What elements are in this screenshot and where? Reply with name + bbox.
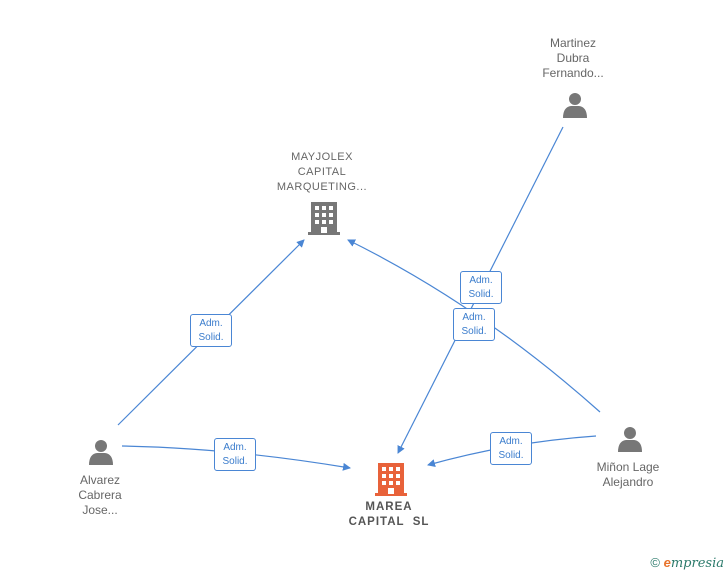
- node-label-line: Cabrera: [78, 488, 122, 502]
- building-icon[interactable]: [308, 202, 340, 235]
- node-label-line: CAPITAL SL: [348, 516, 430, 528]
- node-label-line: MAYJOLEX: [291, 151, 353, 163]
- edge-role-line: Adm.: [469, 275, 493, 286]
- edge-role-box-minon-marea[interactable]: Adm. Solid.: [490, 432, 532, 465]
- person-icon[interactable]: [563, 93, 587, 118]
- node-label-line: MAREA: [365, 501, 413, 513]
- edge-role-line: Solid.: [222, 456, 248, 467]
- edge-role-line: Adm.: [223, 442, 247, 453]
- node-label-line: Miñon Lage: [596, 460, 660, 474]
- node-label-line: MARQUETING...: [276, 181, 368, 193]
- building-icon-main[interactable]: [375, 463, 407, 496]
- edge-role-box-minon-mayjolex[interactable]: Adm. Solid.: [453, 308, 495, 341]
- node-label-line: Jose...: [82, 503, 118, 517]
- node-label-mayjolex[interactable]: MAYJOLEX CAPITAL MARQUETING...: [262, 150, 382, 195]
- node-label-line: Martinez: [549, 36, 596, 50]
- edge-role-line: Solid.: [461, 326, 487, 337]
- node-label-minon[interactable]: Miñon Lage Alejandro: [578, 460, 678, 490]
- node-label-line: CAPITAL: [297, 166, 347, 178]
- node-label-marea[interactable]: MAREA CAPITAL SL: [331, 500, 447, 530]
- brand-e: e: [663, 555, 671, 570]
- edge-role-line: Solid.: [468, 289, 494, 300]
- edge-role-line: Adm.: [499, 436, 523, 447]
- copyright-symbol: ©: [650, 555, 660, 570]
- edge-role-box-alvarez-marea[interactable]: Adm. Solid.: [214, 438, 256, 471]
- node-label-line: Dubra: [556, 51, 590, 65]
- edge-role-line: Solid.: [198, 332, 224, 343]
- edge-role-box-martinez-marea[interactable]: Adm. Solid.: [460, 271, 502, 304]
- empresia-logo: © empresia: [650, 555, 724, 571]
- brand-name: mpresia: [670, 556, 724, 571]
- edge-role-box-alvarez-mayjolex[interactable]: Adm. Solid.: [190, 314, 232, 347]
- node-label-line: Fernando...: [542, 66, 604, 80]
- person-icon[interactable]: [89, 440, 113, 465]
- node-label-martinez[interactable]: Martinez Dubra Fernando...: [523, 36, 623, 81]
- node-label-alvarez[interactable]: Alvarez Cabrera Jose...: [55, 473, 145, 518]
- person-icon[interactable]: [618, 427, 642, 452]
- edge-role-line: Adm.: [462, 312, 486, 323]
- node-label-line: Alejandro: [602, 475, 654, 489]
- node-label-line: Alvarez: [79, 473, 120, 487]
- edge-role-line: Adm.: [199, 318, 223, 329]
- edge-role-line: Solid.: [498, 450, 524, 461]
